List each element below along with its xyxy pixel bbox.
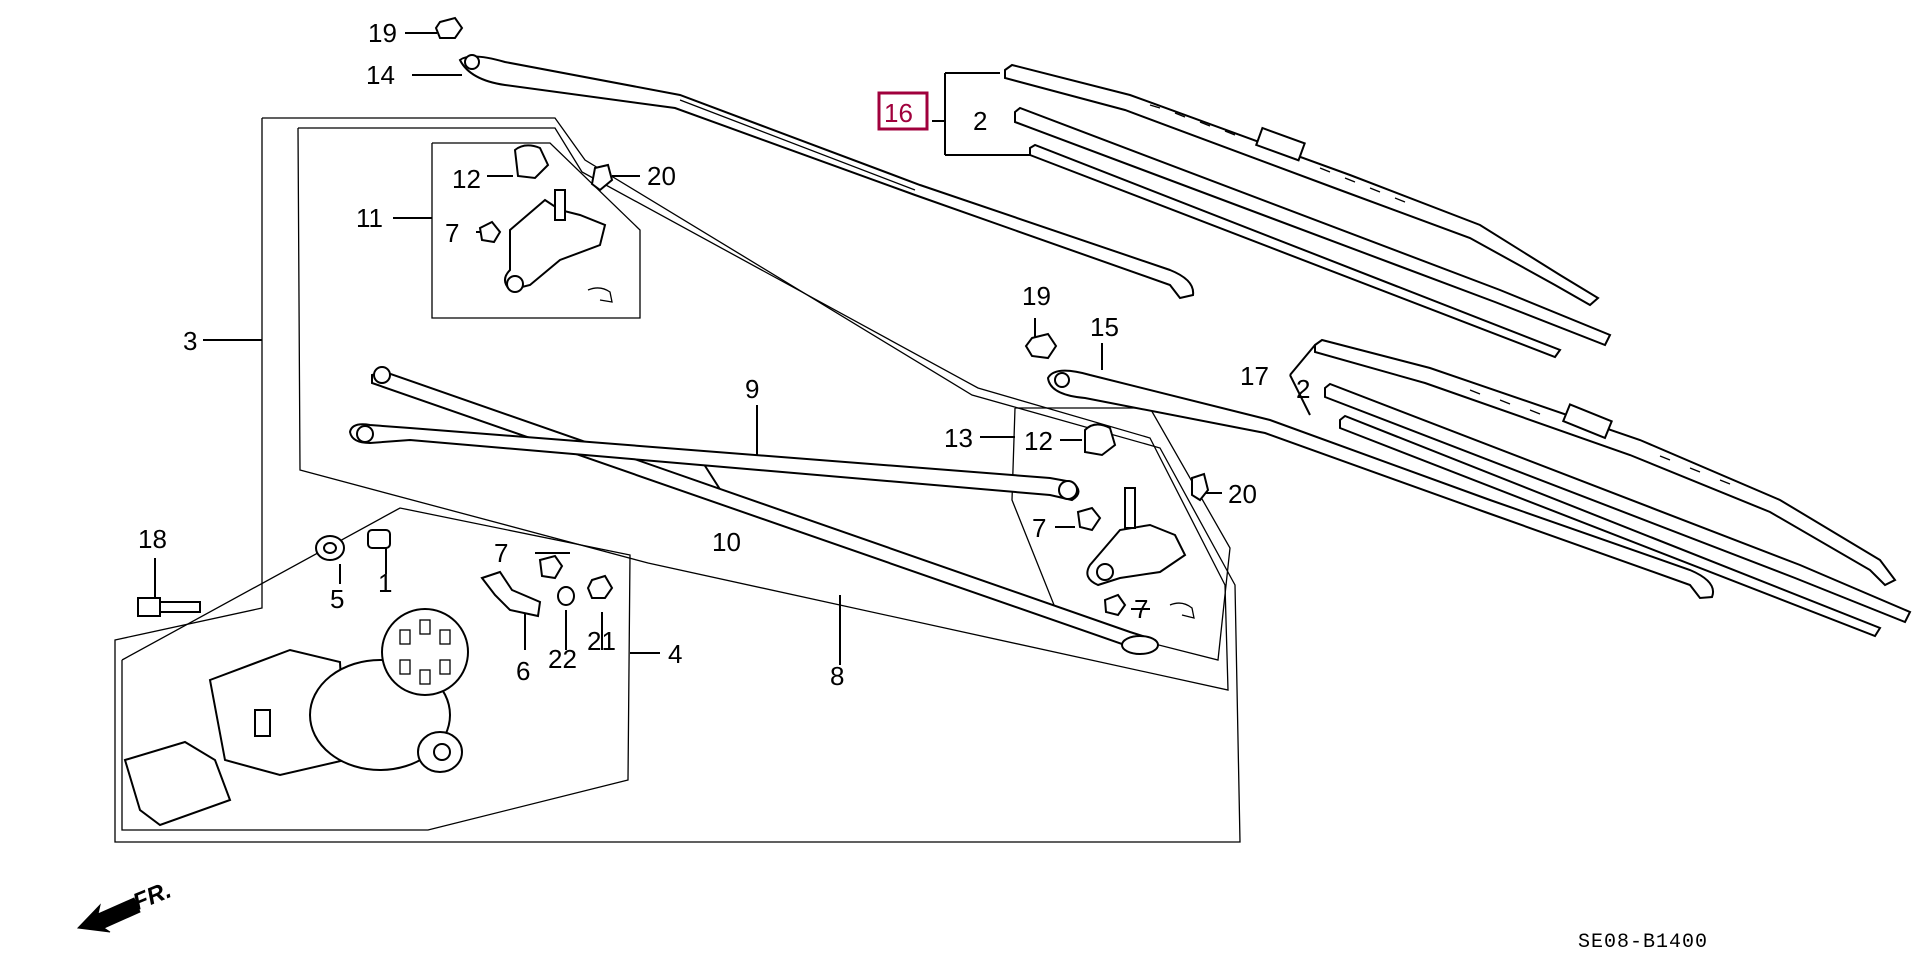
wiper-arm-right [1046,369,1714,600]
callout-17: 17 [1240,361,1269,391]
frame-group-8 [297,127,1229,691]
front-direction-arrow: FR. [76,877,175,933]
callout-9: 9 [745,374,759,404]
callout-16: 16 [884,98,913,128]
frame-group-11 [431,142,641,319]
pivot-assembly-11 [478,144,613,303]
callout-2-lower: 2 [1296,374,1310,404]
link-rod-10 [371,366,1159,655]
wiper-blade-17 [1314,338,1912,638]
wiper-blade-16 [1004,63,1612,359]
callout-12-right: 12 [1024,426,1053,456]
callout-15: 15 [1090,312,1119,342]
wiper-motor-4 [123,608,469,827]
wiper-arm-left [458,54,1195,300]
callout-11: 11 [356,203,383,233]
callout-7-motor: 7 [494,538,508,568]
callout-18: 18 [138,524,167,554]
callout-12-left: 12 [452,164,481,194]
callout-14: 14 [366,60,395,90]
callout-6: 6 [516,656,530,686]
callout-4: 4 [668,639,682,669]
callout-5: 5 [330,584,344,614]
pivot-assembly-13 [1076,423,1210,619]
callout-22: 22 [548,644,577,674]
callout-7-left: 7 [445,218,459,248]
callout-19-right: 19 [1022,281,1051,311]
callout-19-top: 19 [368,18,397,48]
callout-10: 10 [712,527,741,557]
link-rod-9 [348,423,1080,502]
callout-7-right-upper: 7 [1032,513,1046,543]
callout-1: 1 [378,568,392,598]
callout-2-upper: 2 [973,106,987,136]
reference-code: SE08-B1400 [1578,931,1708,954]
callout-20-right: 20 [1228,479,1257,509]
direction-label: FR. [129,877,175,917]
frame-group-3 [114,117,1241,843]
callout-8: 8 [830,661,844,691]
callout-labels: 19 14 12 20 11 7 3 9 10 8 13 12 7 7 20 1… [138,18,1310,691]
callout-20-top: 20 [647,161,676,191]
frame-group-4 [121,507,631,831]
callout-21: 21 [587,626,616,656]
callout-7-right-lower: 7 [1134,594,1148,624]
leader-lines [154,32,1316,665]
callout-13: 13 [944,423,973,453]
hardware-parts [137,16,1058,618]
callout-3: 3 [183,326,197,356]
highlight-box-16 [877,91,929,131]
